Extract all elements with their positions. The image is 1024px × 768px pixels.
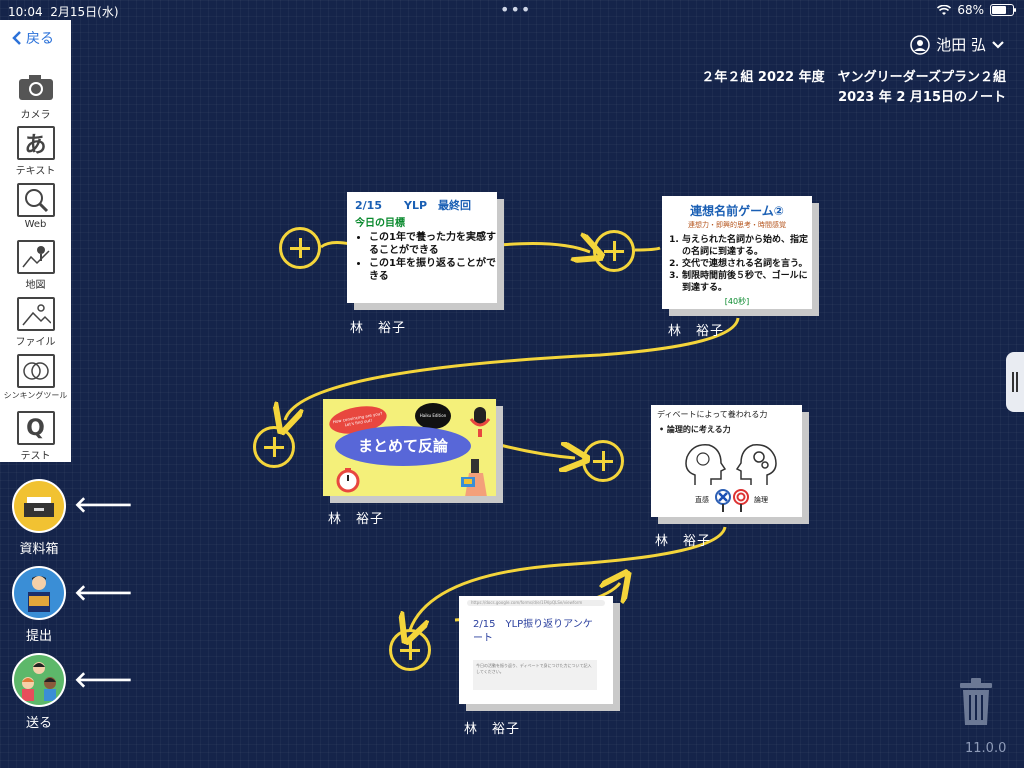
note-header: ２年２組 2022 年度 ヤングリーダーズプラン２組 2023 年 2 月15日…	[701, 68, 1006, 108]
stopwatch-icon	[336, 468, 360, 493]
connector-3	[634, 246, 661, 252]
material-box-label: 資料箱	[19, 542, 59, 557]
thinking-tool-icon	[16, 354, 55, 388]
send-button[interactable]	[12, 653, 66, 707]
connector-5	[499, 445, 575, 458]
card-author: 林 裕子	[350, 321, 407, 336]
card-debate-skills[interactable]: ディベートによって養われる力 • 論理的に考える力 直感 論理	[651, 405, 802, 517]
add-card-button[interactable]	[389, 629, 431, 671]
note-date: 2023 年 2 月15日のノート	[838, 90, 1006, 105]
cross-circle-icon	[715, 489, 731, 512]
status-bar: 10:04 2月15日(水) ••• 68%	[0, 0, 1024, 20]
goals-list: この1年で養った力を実感することができる この1年を振り返ることができる	[347, 231, 497, 283]
arrow-left-icon: 🡐	[74, 493, 133, 518]
tool-palette: 戻る カメラ あ テキスト Web 地図 ファイル シンキングツール Q	[0, 20, 71, 462]
file-tool[interactable]: ファイル	[0, 297, 71, 348]
web-tool[interactable]: Web	[0, 183, 71, 230]
microphone-icon	[469, 407, 491, 437]
text-tool[interactable]: あ テキスト	[0, 126, 71, 177]
battery-percent: 68%	[957, 3, 984, 17]
map-tool[interactable]: 地図	[0, 240, 71, 291]
battery-icon	[990, 4, 1016, 16]
connector-1	[320, 241, 351, 249]
survey-description: 今日の活動を振り返り、ディベートで身につけた力について記入してください。	[473, 660, 597, 690]
card-author: 林 裕子	[328, 512, 385, 527]
rebuttal-title-oval: まとめて反論	[335, 426, 471, 466]
hand-phone-icon	[461, 459, 487, 496]
card-author: 林 裕子	[655, 534, 712, 549]
head-lightbulb-icon	[685, 444, 727, 485]
test-icon: Q	[16, 411, 55, 445]
chevron-down-icon	[992, 40, 1004, 49]
text-icon: あ	[16, 126, 55, 160]
card-author: 林 裕子	[464, 722, 521, 737]
user-name: 池田 弘	[936, 36, 986, 54]
app-version: 11.0.0	[965, 741, 1007, 756]
person-submit-icon	[28, 576, 50, 612]
camera-tool[interactable]: カメラ	[0, 70, 71, 121]
camera-icon	[17, 70, 55, 104]
submit-label: 提出	[25, 629, 52, 644]
submit-button[interactable]	[12, 566, 66, 620]
logic-label: 論理	[754, 496, 768, 504]
multitasking-dots-icon[interactable]: •••	[500, 0, 532, 19]
drawer-box-icon	[24, 497, 54, 517]
back-button[interactable]: 戻る	[12, 28, 54, 48]
wifi-icon	[937, 4, 952, 15]
chevron-left-icon	[12, 31, 21, 45]
card-association-game[interactable]: 連想名前ゲーム② 連想力・即興的思考・時間感覚 与えられた名詞から始め、指定の名…	[662, 196, 812, 309]
connector-2	[499, 244, 590, 252]
material-box-button[interactable]	[12, 479, 66, 533]
trash-icon[interactable]	[958, 677, 994, 727]
card-author: 林 裕子	[668, 324, 725, 339]
add-card-button[interactable]	[593, 230, 635, 272]
arrow-left-icon: 🡐	[74, 668, 133, 693]
card-survey[interactable]: https://docs.google.com/forms/d/e/1FAIpQ…	[459, 596, 613, 704]
send-label: 送る	[25, 716, 52, 731]
add-card-button[interactable]	[253, 426, 295, 468]
card-rebuttal[interactable]: How convincing are you? Let's find out! …	[323, 399, 496, 496]
class-title: ２年２組 2022 年度 ヤングリーダーズプラン２組	[701, 70, 1006, 85]
survey-url: https://docs.google.com/forms/d/e/1FAIpQ…	[467, 600, 605, 606]
group-people-icon	[22, 662, 56, 701]
intuition-label: 直感	[695, 496, 709, 504]
skill-bullet: • 論理的に考える力	[659, 425, 731, 434]
status-time: 10:04 2月15日(水)	[8, 5, 119, 19]
arrow-left-icon: 🡐	[74, 581, 133, 606]
user-menu[interactable]: 池田 弘	[910, 34, 1004, 55]
user-avatar-icon	[910, 34, 930, 55]
ok-circle-icon	[733, 489, 749, 512]
thinking-tool[interactable]: シンキングツール	[0, 354, 71, 401]
card-goals[interactable]: 2/15 YLP 最終回 今日の目標 この1年で養った力を実感することができる …	[347, 192, 497, 303]
map-icon	[16, 240, 55, 274]
status-right: 68%	[937, 3, 1016, 17]
file-image-icon	[16, 297, 55, 331]
head-gears-icon	[735, 444, 777, 485]
add-card-button[interactable]	[279, 227, 321, 269]
side-panel-handle[interactable]	[1006, 352, 1024, 412]
rules-list: 与えられた名詞から始め、指定の名詞に到達する。 交代で連想される名詞を言う。 制…	[662, 234, 812, 294]
web-search-icon	[16, 183, 55, 217]
edition-badge: Haiku Edition	[415, 403, 451, 429]
test-tool[interactable]: Q テスト	[0, 411, 71, 462]
add-card-button[interactable]	[582, 440, 624, 482]
